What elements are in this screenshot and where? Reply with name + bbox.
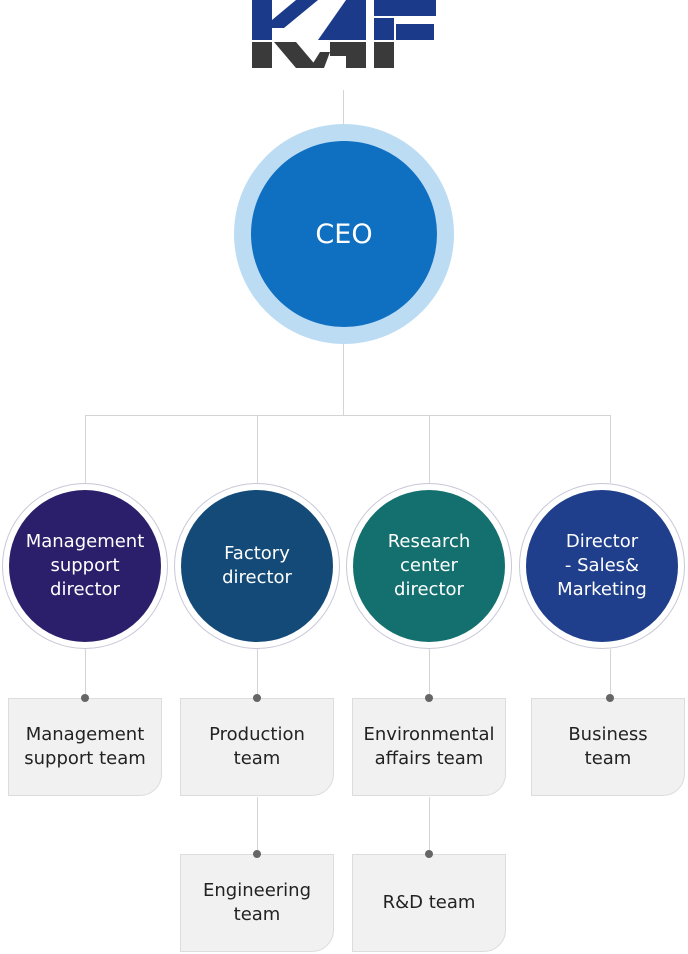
rnd-team: R&D team [352,854,506,952]
director-label: Management support director [25,531,145,600]
connector-dir1-team [85,649,86,698]
connector-dot [81,694,89,702]
connector-dir2-team [257,649,258,698]
kaf-logo [252,0,436,68]
sales-marketing-director-node: Director - Sales& Marketing [526,490,678,642]
management-support-director-node: Management support director [9,490,161,642]
connector-dir3 [429,415,430,483]
production-team: Production team [180,698,334,796]
team-label: Engineering team [203,880,311,925]
ceo-label: CEO [315,218,373,250]
connector-dir2 [257,415,258,483]
team-label: R&D team [382,892,476,913]
business-team: Business team [531,698,685,796]
connector-ceo-down [343,344,344,415]
environmental-affairs-team: Environmental affairs team [352,698,506,796]
connector-horizontal [85,415,611,416]
ceo-node: CEO [251,141,437,327]
connector-dir3-team [429,649,430,698]
research-center-director-node: Research center director [353,490,505,642]
director-label: Director - Sales& Marketing [557,531,647,600]
connector-dot [425,694,433,702]
team-label: Business team [568,724,648,769]
team-label: Environmental affairs team [363,724,495,769]
director-label: Factory director [222,543,292,588]
team-label: Production team [209,724,305,769]
connector-dir4-team [610,649,611,698]
connector-dot [606,694,614,702]
management-support-team: Management support team [8,698,162,796]
connector-dir1 [85,415,86,483]
engineering-team: Engineering team [180,854,334,952]
connector-dot [253,694,261,702]
team-label: Management support team [24,724,146,769]
factory-director-node: Factory director [181,490,333,642]
director-label: Research center director [387,531,471,600]
connector-logo-ceo [343,90,344,124]
connector-dot [253,850,261,858]
connector-dot [425,850,433,858]
connector-production-engineering [257,797,258,854]
connector-dir4 [610,415,611,483]
connector-environmental-rnd [429,797,430,854]
